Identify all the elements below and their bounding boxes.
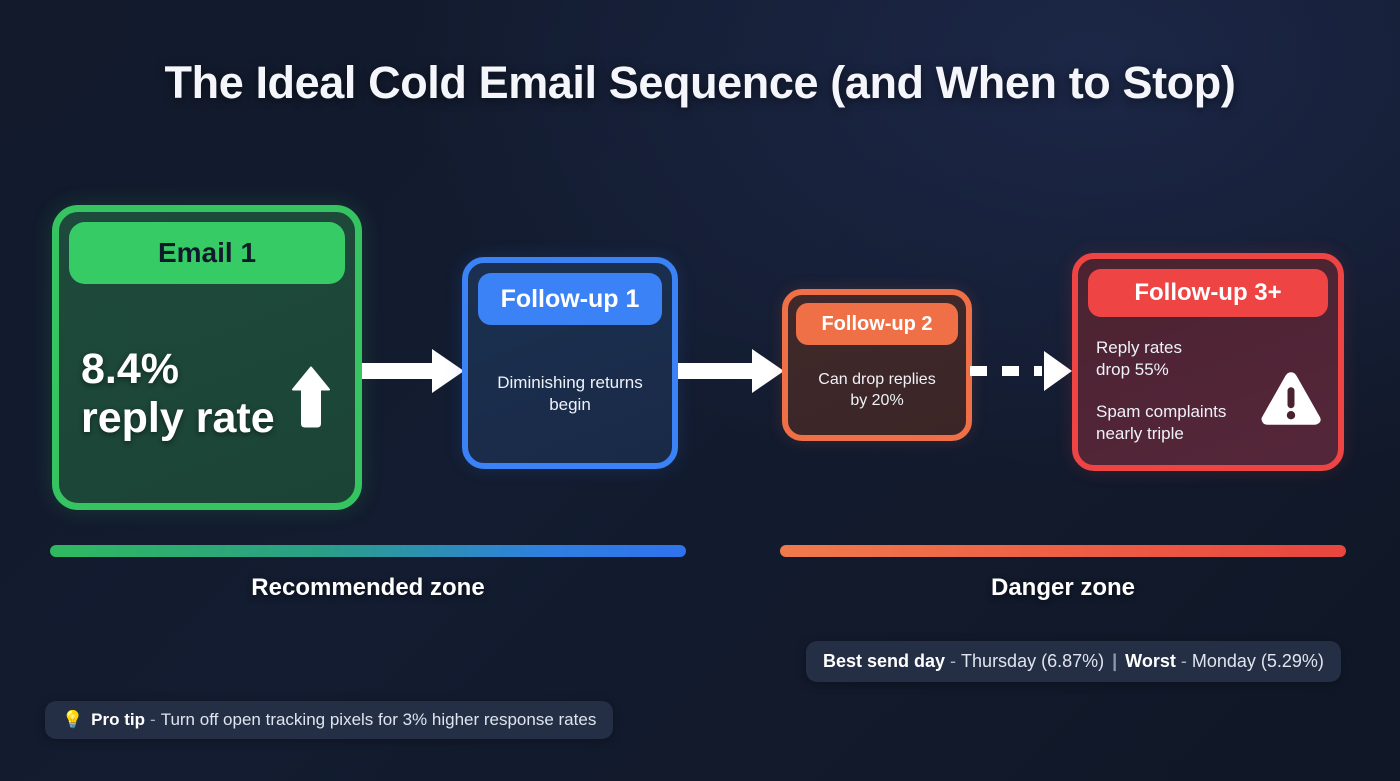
- follow-up-3-text-line-4: nearly triple: [1096, 424, 1184, 444]
- step-card-body-follow-up-2: Can drop replies by 20%: [788, 345, 966, 435]
- step-card-email-1[interactable]: Email 1 8.4% reply rate: [52, 205, 362, 510]
- follow-up-3-text-line-3: Spam complaints: [1096, 402, 1227, 421]
- reply-rate-value: 8.4%: [81, 345, 180, 394]
- worst-send-day-label: Worst: [1125, 651, 1176, 671]
- step-card-follow-up-2[interactable]: Follow-up 2 Can drop replies by 20%: [782, 289, 972, 441]
- follow-up-3-warning-group-1: Reply rates drop 55%: [1096, 337, 1338, 381]
- worst-send-day-dash: -: [1180, 651, 1187, 671]
- pro-tip-label: Pro tip: [91, 710, 146, 729]
- pro-tip-pill: 💡 Pro tip - Turn off open tracking pixel…: [45, 701, 614, 739]
- best-send-day-dash: -: [950, 651, 957, 671]
- send-day-separator: |: [1112, 651, 1118, 671]
- step-card-body-follow-up-3-plus: Reply rates drop 55% Spam complaints nea…: [1078, 317, 1338, 465]
- follow-up-3-warning-group-2: Spam complaints nearly triple: [1096, 401, 1338, 445]
- pro-tip-dash: -: [150, 710, 156, 729]
- zone-recommended-bar: [50, 545, 686, 557]
- zone-danger-label: Danger zone: [990, 574, 1136, 601]
- page-title: The Ideal Cold Email Sequence (and When …: [164, 57, 1236, 108]
- follow-up-3-text-line-2: drop 55%: [1096, 359, 1169, 379]
- pro-tip-text: Turn off open tracking pixels for 3% hig…: [160, 710, 597, 729]
- flow-connector-solid-2: [678, 349, 784, 393]
- step-card-header-follow-up-2: Follow-up 2: [796, 303, 958, 345]
- step-card-body-follow-up-1: Diminishing returns begin: [468, 325, 672, 463]
- step-card-body-email-1: 8.4% reply rate: [59, 284, 355, 503]
- follow-up-1-text-line-1: Diminishing returns: [497, 372, 643, 392]
- step-card-follow-up-1[interactable]: Follow-up 1 Diminishing returns begin: [462, 257, 678, 469]
- follow-up-2-text-line-1: Can drop replies: [818, 370, 936, 388]
- worst-send-day-value: Monday (5.29%): [1191, 651, 1324, 671]
- arrow-up-icon: [292, 365, 330, 427]
- lightbulb-icon: 💡: [62, 710, 84, 729]
- reply-rate-label: reply rate: [81, 393, 275, 442]
- step-card-header-follow-up-1: Follow-up 1: [478, 273, 662, 325]
- follow-up-1-text-line-2: begin: [549, 395, 591, 414]
- best-send-day-value: Thursday (6.87%): [961, 651, 1105, 671]
- zone-recommended: Recommended zone: [50, 545, 686, 602]
- follow-up-2-text-line-2: by 20%: [850, 392, 904, 409]
- step-card-follow-up-3-plus[interactable]: Follow-up 3+ Reply rates drop 55% Spam c…: [1072, 253, 1344, 471]
- flow-connector-dashed-3: [970, 351, 1072, 391]
- zone-recommended-label: Recommended zone: [251, 574, 485, 601]
- best-send-day-label: Best send day: [823, 651, 946, 671]
- follow-up-3-text-line-1: Reply rates: [1096, 337, 1182, 357]
- flow-connector-solid-1: [362, 349, 464, 393]
- zone-danger: Danger zone: [780, 545, 1346, 602]
- step-card-header-follow-up-3-plus: Follow-up 3+: [1088, 269, 1328, 317]
- warning-triangle-icon: [1261, 372, 1321, 425]
- zone-danger-bar: [780, 545, 1346, 557]
- send-day-pill: Best send day - Thursday (6.87%) | Worst…: [806, 641, 1341, 682]
- step-card-header-email-1: Email 1: [69, 222, 345, 284]
